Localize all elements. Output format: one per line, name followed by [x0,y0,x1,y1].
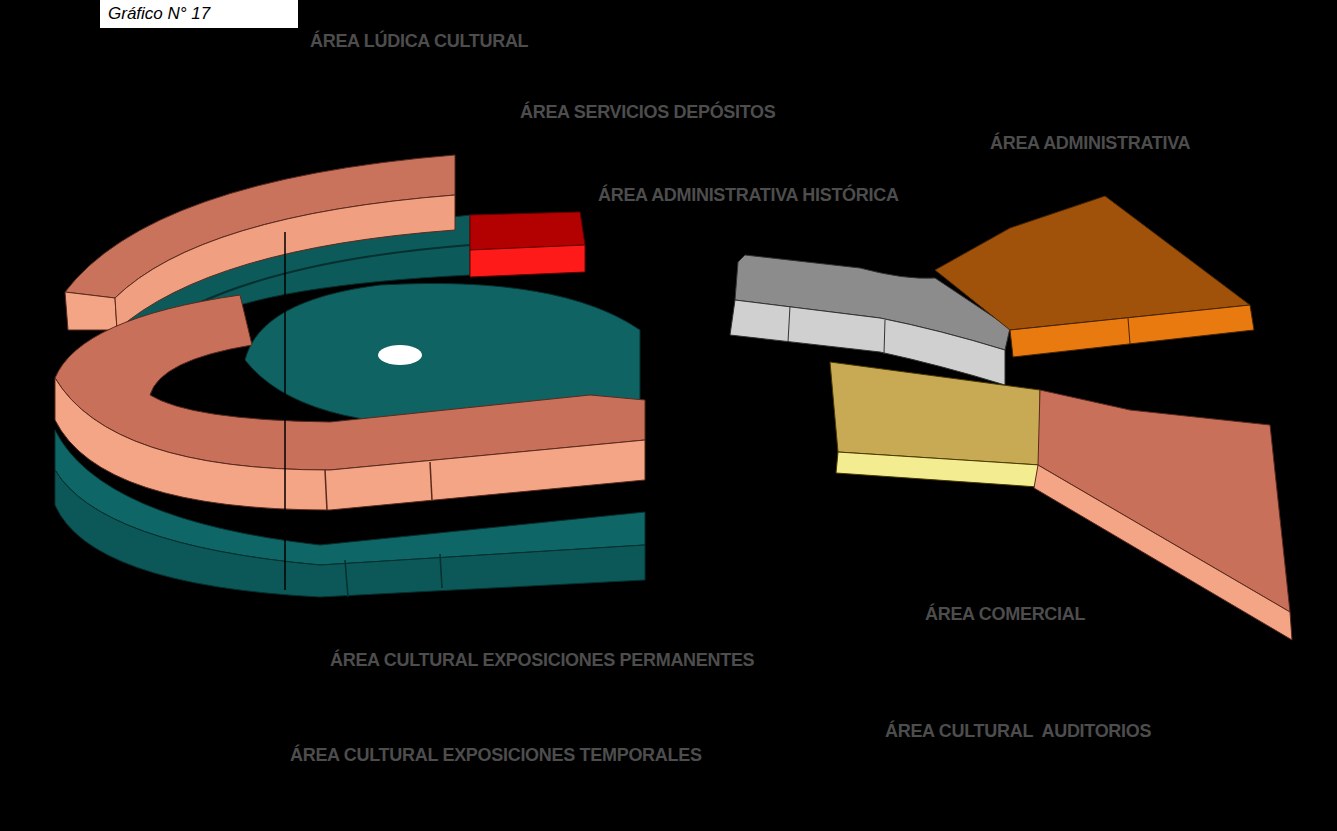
band-divider [325,470,327,510]
area-label: ÁREA ADMINISTRATIVA [990,132,1190,154]
red-block [470,212,585,250]
band-divider [430,462,432,500]
yellow-block [830,362,1040,465]
area-label: ÁREA CULTURAL EXPOSICIONES TEMPORALES [290,744,702,766]
block-divider [788,306,790,342]
yellow-block-side [836,452,1040,487]
area-label: ÁREA SERVICIOS DEPÓSITOS [520,101,776,123]
middle-salmon-band [55,295,645,470]
court-opening [378,345,422,365]
middle-salmon-side [55,378,645,510]
orange-block-side [1010,305,1254,357]
band-divider [345,560,348,597]
band-divider [440,554,442,588]
figure-number: Gráfico N° 17 [108,3,290,25]
block-divider [884,320,885,354]
area-label: ÁREA ADMINISTRATIVA HISTÓRICA [598,184,899,206]
red-block-side [470,245,585,277]
top-salmon-side [65,292,117,330]
area-label: ÁREA COMERCIAL [925,603,1085,625]
block-divider [1128,318,1130,344]
area-label: ÁREA LÚDICA CULTURAL [310,30,528,52]
figure-number-box: Gráfico N° 17 [100,0,298,28]
area-label: ÁREA CULTURAL EXPOSICIONES PERMANENTES [330,649,754,671]
section-line [284,232,286,590]
area-label: ÁREA CULTURAL AUDITORIOS [885,720,1151,742]
